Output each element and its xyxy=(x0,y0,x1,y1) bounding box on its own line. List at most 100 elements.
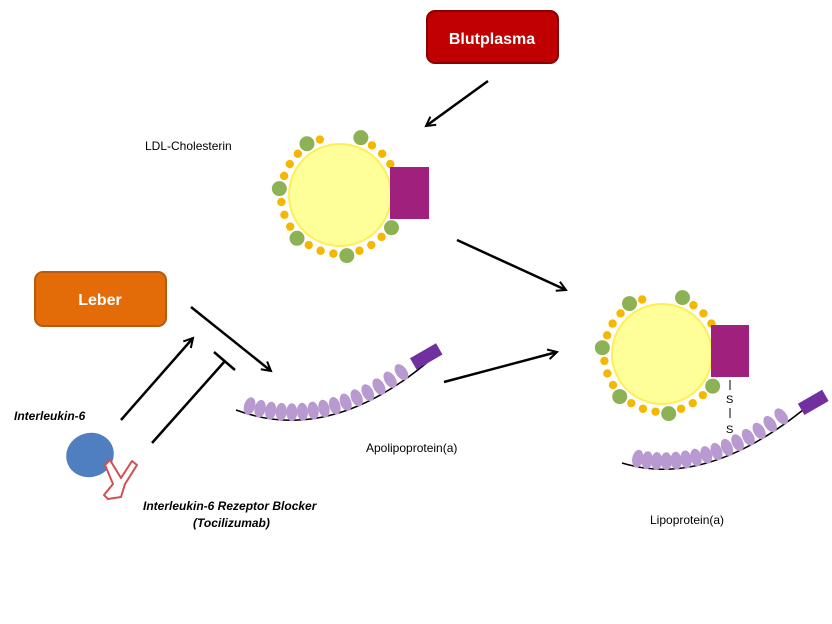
kringle-domain xyxy=(394,364,409,381)
phospholipid-green-dot xyxy=(621,296,637,312)
ldl-cholesterin-label: LDL-Cholesterin xyxy=(145,139,232,153)
apolipoprotein-a-label: Apolipoprotein(a) xyxy=(366,441,457,455)
phospholipid-orange-dot xyxy=(608,319,617,328)
phospholipid-orange-dot xyxy=(285,222,295,231)
kringle-domain xyxy=(372,378,386,395)
phospholipid-green-dot xyxy=(612,389,628,405)
kringle-domain xyxy=(752,422,766,440)
kringle-domain xyxy=(254,399,266,418)
leber-box: Leber xyxy=(34,271,167,327)
phospholipid-orange-dot xyxy=(608,380,618,390)
kringle-domain xyxy=(720,438,734,457)
interleukin-6-blob xyxy=(66,432,114,478)
kringle-domain xyxy=(296,402,309,421)
kringle-domain xyxy=(670,451,682,470)
kringle-domain xyxy=(275,402,287,421)
kringle-domain xyxy=(243,397,256,415)
phospholipid-orange-dot xyxy=(285,159,294,169)
phospholipid-orange-dot xyxy=(367,141,377,150)
lpa-particle: S S xyxy=(594,290,749,448)
arrow-apo-to-lpa xyxy=(443,352,557,384)
kringle-domain xyxy=(651,452,663,471)
phospholipid-orange-dot xyxy=(616,309,625,318)
lpa-kringles xyxy=(632,408,789,471)
arrow-il6-to-leber xyxy=(120,338,193,421)
kringle-domain xyxy=(741,428,755,446)
kringle-domain xyxy=(632,449,644,468)
phospholipid-orange-dot xyxy=(699,309,708,318)
kringle-domain xyxy=(774,408,789,425)
kringle-domain xyxy=(763,415,777,433)
phospholipid-orange-dot xyxy=(637,295,647,304)
phospholipid-green-dot xyxy=(299,136,315,152)
phospholipid-green-dot xyxy=(339,248,355,264)
lpa-apo-tip xyxy=(797,389,829,416)
ldl-core xyxy=(288,143,392,247)
disulfide-s-top: S xyxy=(726,394,733,406)
lpa-apo-b-block xyxy=(711,325,749,377)
apo-tip xyxy=(410,343,443,370)
kringle-domain xyxy=(361,384,375,402)
kringle-domain xyxy=(286,403,298,422)
phospholipid-orange-dot xyxy=(277,197,286,207)
lpa-apo-chain xyxy=(621,389,829,471)
kringle-domain xyxy=(680,450,692,469)
phospholipid-orange-dot xyxy=(603,369,612,378)
phospholipid-orange-dot xyxy=(329,249,338,258)
kringle-domain xyxy=(265,401,277,420)
phospholipid-green-dot xyxy=(289,230,305,246)
phospholipid-green-dot xyxy=(271,181,287,197)
phospholipid-orange-dot xyxy=(689,301,698,310)
phospholipid-green-dot xyxy=(594,340,610,356)
phospholipid-orange-dot xyxy=(279,171,289,181)
phospholipid-orange-dot xyxy=(367,240,376,250)
inhibition-line-blocker xyxy=(151,351,236,444)
apolipoprotein-a-chain xyxy=(235,343,443,422)
kringle-domain xyxy=(660,452,672,471)
phospholipid-orange-dot xyxy=(280,210,289,219)
phospholipid-green-dot xyxy=(675,290,691,306)
blocker-label-line2: (Tocilizumab) xyxy=(193,516,270,530)
ldl-apo-b-block xyxy=(390,167,429,219)
phospholipid-orange-dot xyxy=(627,398,636,408)
blocker-label-line1: Interleukin-6 Rezeptor Blocker xyxy=(143,499,318,513)
lpa-core xyxy=(611,303,713,405)
kringle-domain xyxy=(318,399,330,418)
arrow-blutplasma-to-ldl xyxy=(426,79,489,126)
interleukin-6-label: Interleukin-6 xyxy=(14,409,86,423)
phospholipid-orange-dot xyxy=(355,246,364,255)
receptor-blocker-y-icon xyxy=(103,459,138,500)
phospholipid-green-dot xyxy=(384,220,400,236)
arrow-leber-to-apo xyxy=(190,306,271,371)
phospholipid-orange-dot xyxy=(688,398,697,408)
kringle-domain xyxy=(307,401,319,420)
phospholipid-orange-dot xyxy=(377,149,387,158)
phospholipid-orange-dot xyxy=(602,331,612,340)
phospholipid-orange-dot xyxy=(316,246,325,255)
phospholipid-orange-dot xyxy=(676,404,686,413)
phospholipid-orange-dot xyxy=(315,135,325,144)
leber-label: Leber xyxy=(78,292,122,309)
kringle-domain xyxy=(731,434,744,452)
kringle-domain xyxy=(641,451,653,470)
apo-kringles xyxy=(243,364,409,422)
ldl-particle xyxy=(271,130,429,264)
phospholipid-green-dot xyxy=(705,378,721,394)
ldl-surface-dots xyxy=(271,130,406,264)
kringle-domain xyxy=(700,446,713,464)
arrow-ldl-to-lpa xyxy=(456,238,566,290)
phospholipid-orange-dot xyxy=(698,390,708,400)
phospholipid-green-dot xyxy=(353,130,369,146)
kringle-domain xyxy=(710,442,723,461)
kringle-domain xyxy=(328,397,341,415)
kringle-domain xyxy=(383,371,397,388)
blutplasma-label: Blutplasma xyxy=(449,31,535,48)
phospholipid-orange-dot xyxy=(600,356,609,366)
blutplasma-box: Blutplasma xyxy=(426,10,559,64)
disulfide-s-bottom: S xyxy=(726,424,733,436)
kringle-domain xyxy=(690,448,702,467)
phospholipid-orange-dot xyxy=(293,149,303,158)
phospholipid-orange-dot xyxy=(651,407,660,416)
phospholipid-orange-dot xyxy=(386,159,395,169)
